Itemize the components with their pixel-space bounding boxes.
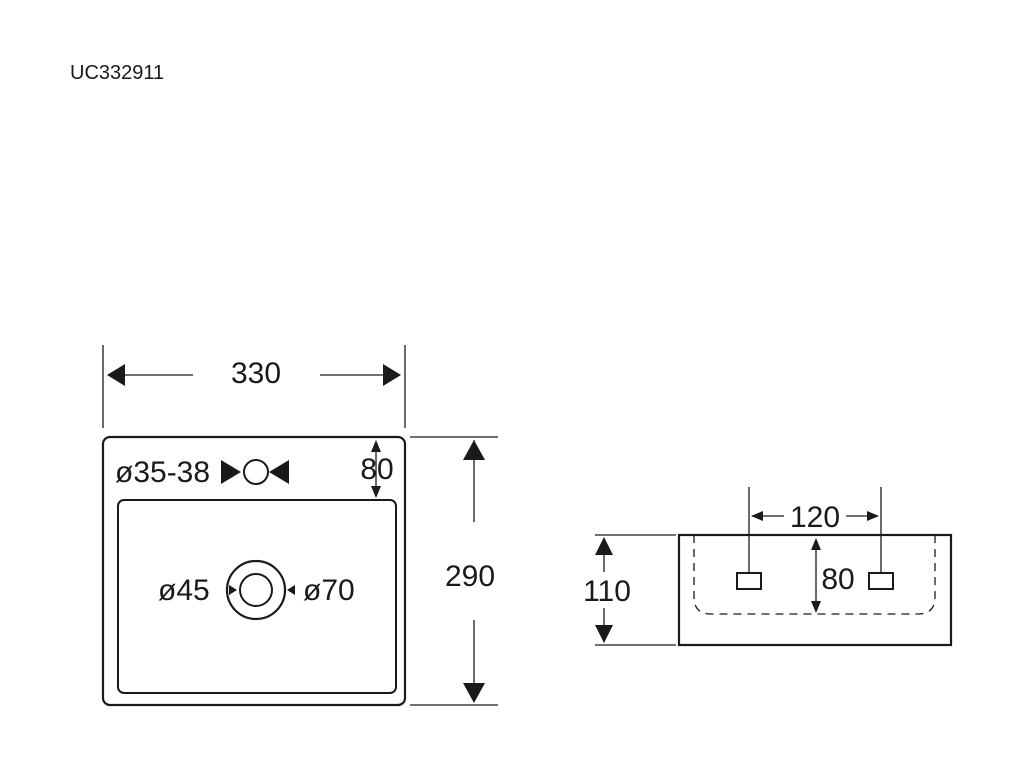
width-arrow-left-icon xyxy=(107,364,125,386)
fixing-height-arrow-up-icon xyxy=(811,538,821,550)
tap-offset-arrow-up-icon xyxy=(371,440,381,452)
tap-offset-label: 80 xyxy=(360,453,393,486)
tap-arrow-left-icon xyxy=(221,460,241,484)
basin-outline xyxy=(101,435,407,707)
depth-arrow-up-icon xyxy=(463,440,485,460)
tap-arrow-right-icon xyxy=(269,460,289,484)
drain-outer-diameter-label: ø70 xyxy=(303,574,355,607)
fixing-spacing-label: 120 xyxy=(790,501,840,534)
spacing-arrow-right-icon xyxy=(867,511,879,521)
product-code: UC332911 xyxy=(70,62,164,84)
fixing-height-label: 80 xyxy=(821,563,854,596)
height-arrow-down-icon xyxy=(595,625,613,643)
side-view xyxy=(595,487,953,647)
fixing-hole-left-icon xyxy=(736,572,762,590)
depth-label: 290 xyxy=(445,560,495,593)
fixing-height-arrow-down-icon xyxy=(811,601,821,613)
tap-hole-diameter-label: ø35-38 xyxy=(115,456,210,489)
width-arrow-right-icon xyxy=(383,364,401,386)
drain-inner-diameter-label: ø45 xyxy=(158,574,210,607)
depth-arrow-down-icon xyxy=(463,683,485,703)
width-label: 330 xyxy=(231,357,281,390)
drain-arrow-right-icon xyxy=(287,585,295,595)
fixing-hole-right-icon xyxy=(868,572,894,590)
height-label: 110 xyxy=(583,575,631,608)
tap-hole-icon xyxy=(243,459,269,485)
drain-outer-icon xyxy=(225,559,287,621)
spacing-arrow-left-icon xyxy=(751,511,763,521)
height-arrow-up-icon xyxy=(595,537,613,555)
drain-inner-icon xyxy=(239,573,273,607)
side-outline xyxy=(677,533,953,647)
drain-arrow-left-icon xyxy=(229,585,237,595)
bowl-outline xyxy=(117,499,397,694)
tap-offset-arrow-down-icon xyxy=(371,486,381,498)
top-view xyxy=(101,345,498,707)
